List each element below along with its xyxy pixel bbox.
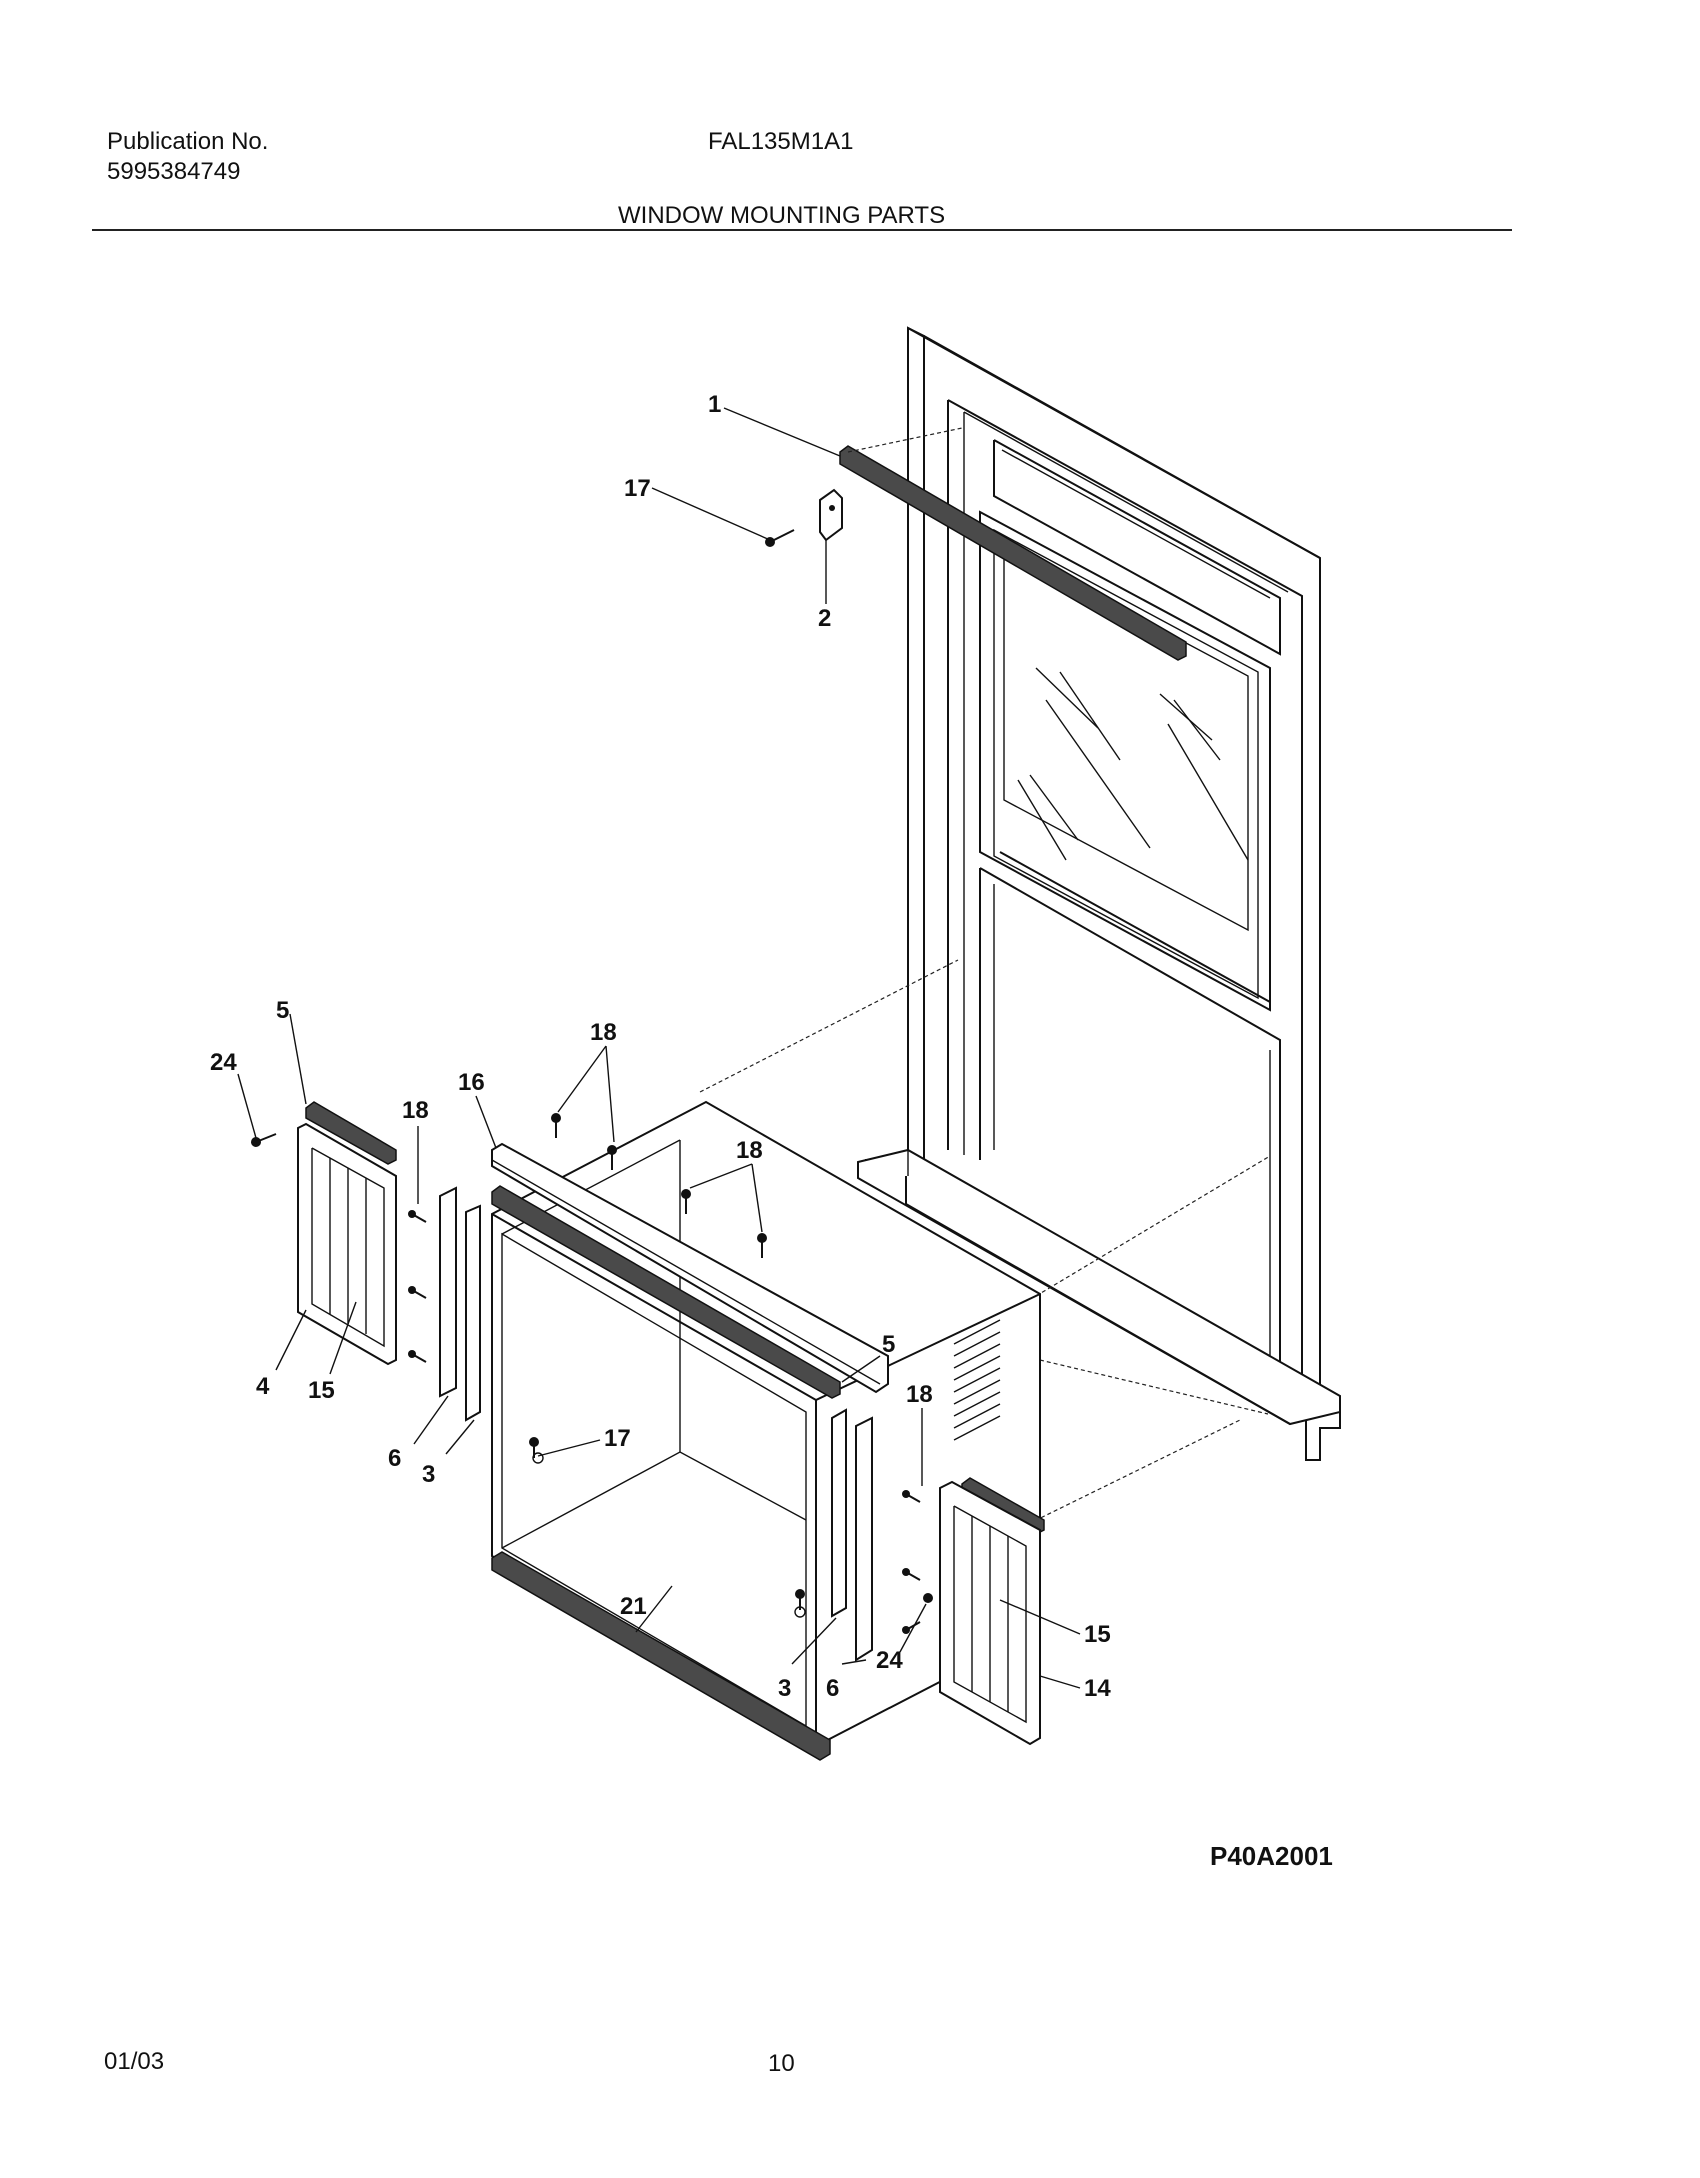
page-number: 10 <box>768 2050 795 2077</box>
publication-number: 5995384749 <box>107 158 241 185</box>
callout-18: 18 <box>402 1097 429 1124</box>
callout-24: 24 <box>210 1049 237 1076</box>
right-screws <box>902 1490 933 1634</box>
section-title: WINDOW MOUNTING PARTS <box>618 202 946 229</box>
left-curtain-panel-4 <box>297 1101 397 1366</box>
callout-1: 1 <box>708 391 721 418</box>
right-side-channel-3 <box>831 1408 847 1618</box>
leader-lines <box>237 407 1081 1689</box>
left-side-channel-6 <box>439 1186 457 1398</box>
callout-3: 3 <box>778 1675 791 1702</box>
cabinet-screws <box>529 1113 805 1610</box>
gasket-5-top <box>491 1185 841 1399</box>
callout-16: 16 <box>458 1069 485 1096</box>
bracket-2 <box>819 488 843 604</box>
callout-18: 18 <box>590 1019 617 1046</box>
side-louvers <box>953 1319 1001 1441</box>
bottom-gasket-21 <box>491 1551 831 1761</box>
callout-15: 15 <box>308 1377 335 1404</box>
callout-2: 2 <box>818 605 831 632</box>
callout-21: 21 <box>620 1593 647 1620</box>
callout-labels: 1 17 2 5 24 18 16 18 18 4 15 6 3 5 17 18… <box>210 391 1111 1702</box>
top-rail-16 <box>491 1142 889 1394</box>
right-side-channel-6 <box>855 1416 873 1662</box>
callout-24: 24 <box>876 1647 903 1674</box>
callout-5: 5 <box>276 997 289 1024</box>
callout-3: 3 <box>422 1461 435 1488</box>
callout-6: 6 <box>388 1445 401 1472</box>
left-screws <box>251 1133 427 1363</box>
header-rule <box>92 229 1512 231</box>
callout-4: 4 <box>256 1373 270 1400</box>
callout-5: 5 <box>882 1331 895 1358</box>
callout-14: 14 <box>1084 1675 1111 1702</box>
callout-17: 17 <box>604 1425 631 1452</box>
screw-17a <box>765 529 795 547</box>
publication-label: Publication No. <box>107 128 269 155</box>
diagram-code: P40A2001 <box>1210 1841 1333 1871</box>
callout-18: 18 <box>906 1381 933 1408</box>
callout-15: 15 <box>1084 1621 1111 1648</box>
callout-18: 18 <box>736 1137 763 1164</box>
right-curtain-panel-14 <box>939 1477 1045 1746</box>
left-side-channel-3 <box>465 1204 481 1422</box>
callout-17: 17 <box>624 475 651 502</box>
footer-date: 01/03 <box>104 2048 165 2075</box>
model-number: FAL135M1A1 <box>708 128 854 155</box>
callout-6: 6 <box>826 1675 839 1702</box>
top-gasket-1 <box>839 445 1187 661</box>
window-frame <box>857 326 1341 1461</box>
